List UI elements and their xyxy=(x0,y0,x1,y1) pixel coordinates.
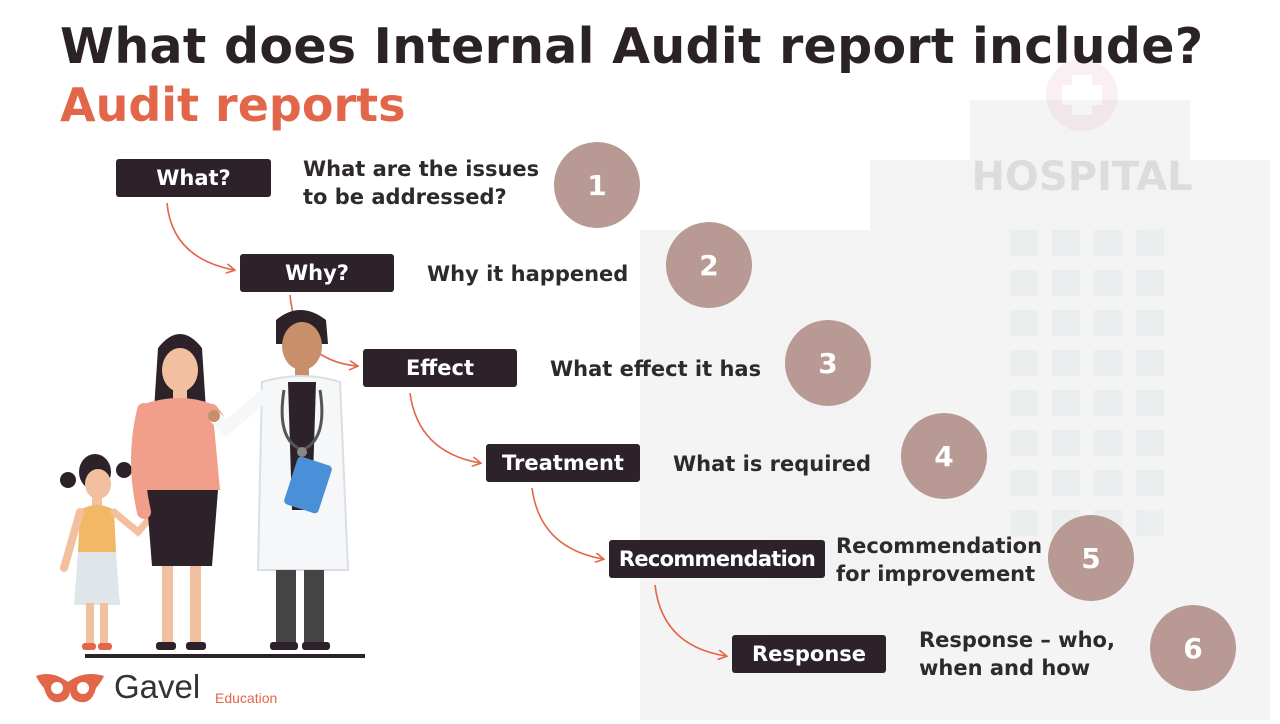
step-number-1: 1 xyxy=(554,142,640,228)
owl-logo-icon xyxy=(36,674,104,703)
gavel-education-logo: Gavel Education xyxy=(34,668,304,714)
hospital-background: HOSPITAL xyxy=(640,59,1280,720)
step-box-recommendation: Recommendation xyxy=(609,540,825,578)
step-3-description: What effect it has xyxy=(550,355,761,383)
step-6-description: Response – who, when and how xyxy=(919,626,1115,682)
step-1-description-line-2: to be addressed? xyxy=(303,185,507,209)
arrow-4-5 xyxy=(531,487,603,559)
step-number-5: 5 xyxy=(1048,515,1134,601)
step-1-description-line-1: What are the issues xyxy=(303,157,540,181)
family-doctor-illustration xyxy=(40,300,380,670)
child-figure xyxy=(60,454,154,650)
hospital-sign: HOSPITAL xyxy=(971,154,1192,200)
arrow-3-4 xyxy=(409,392,480,463)
step-4-description: What is required xyxy=(673,450,871,478)
step-number-6: 6 xyxy=(1150,605,1236,691)
slide-title: What does Internal Audit report include? xyxy=(60,18,1204,75)
step-4-description-line-1: What is required xyxy=(673,452,872,476)
step-6-description-line-1: Response – who, xyxy=(919,628,1115,652)
step-number-3: 3 xyxy=(785,320,871,406)
step-5-description: Recommendation for improvement xyxy=(836,532,1042,588)
step-box-response: Response xyxy=(732,635,886,673)
step-box-why: Why? xyxy=(240,254,394,292)
step-box-treatment: Treatment xyxy=(486,444,640,482)
doctor-figure xyxy=(208,310,350,650)
arrow-1-2 xyxy=(166,202,234,270)
step-6-description-line-2: when and how xyxy=(919,656,1091,680)
step-box-what: What? xyxy=(116,159,271,197)
logo-name: Gavel xyxy=(114,668,201,705)
step-1-description: What are the issues to be addressed? xyxy=(303,155,539,211)
mother-figure xyxy=(131,334,224,650)
step-5-description-line-2: for improvement xyxy=(836,562,1036,586)
step-2-description-line-1: Why it happened xyxy=(427,262,629,286)
step-box-effect: Effect xyxy=(363,349,517,387)
step-5-description-line-1: Recommendation xyxy=(836,534,1043,558)
step-3-description-line-1: What effect it has xyxy=(550,357,762,381)
slide-subtitle: Audit reports xyxy=(60,78,406,132)
logo-subtext: Education xyxy=(215,690,278,706)
step-number-2: 2 xyxy=(666,222,752,308)
step-2-description: Why it happened xyxy=(427,260,628,288)
step-number-4: 4 xyxy=(901,413,987,499)
